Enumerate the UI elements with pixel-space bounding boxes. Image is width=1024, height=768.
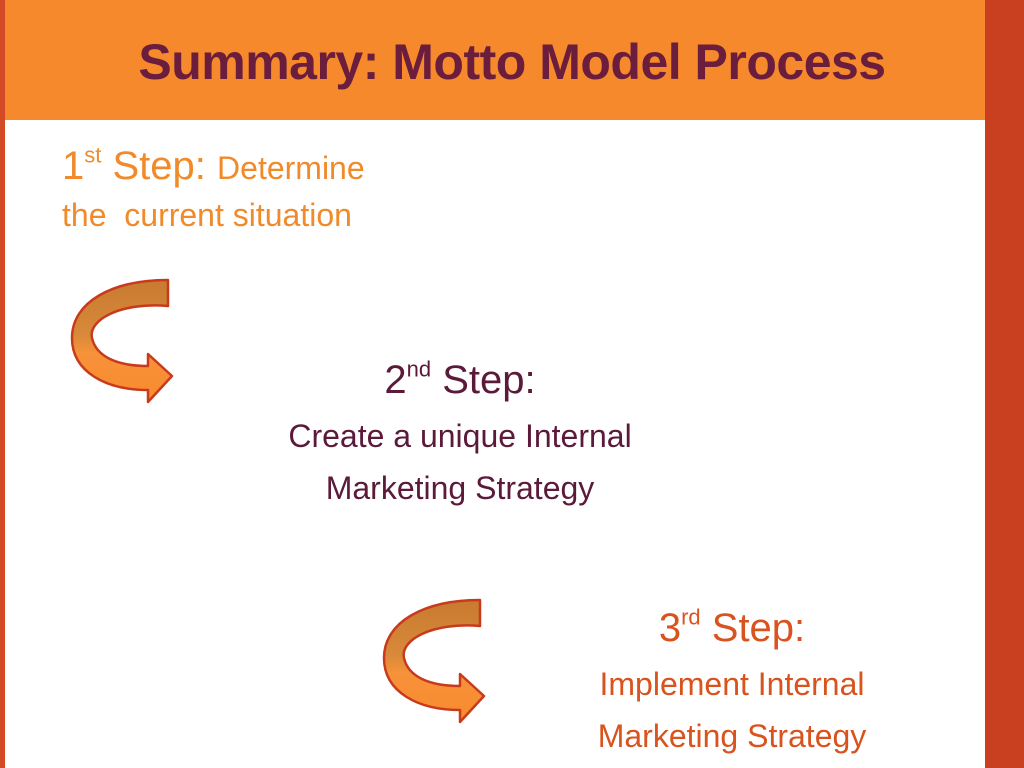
- step-3-ordinal-suffix: rd: [681, 604, 701, 630]
- step-2-description-part1: Create a unique Internal: [288, 418, 632, 454]
- step-3-label: Step:: [711, 606, 806, 650]
- step-1-description-part1: Determine: [217, 150, 365, 186]
- step-2-description-part2: Marketing Strategy: [325, 470, 595, 506]
- step-1-ordinal-suffix: st: [84, 142, 102, 168]
- step-2-ordinal-suffix: nd: [406, 356, 432, 382]
- step-1-label: Step:: [112, 144, 206, 188]
- step-1-number: 1: [62, 144, 85, 188]
- step-3-heading: 3rd Step:: [512, 598, 952, 658]
- step-1-heading: 1st Step: Determine: [62, 138, 502, 196]
- step-3-description-part1: Implement Internal: [599, 666, 865, 702]
- step-1-description-part2: the current situation: [62, 197, 352, 233]
- step-2: 2nd Step: Create a unique Internal Marke…: [200, 350, 720, 514]
- step-3-description-part2: Marketing Strategy: [597, 718, 867, 754]
- step-1: 1st Step: Determine the current situatio…: [62, 138, 502, 234]
- curved-arrow-icon: [70, 278, 174, 404]
- title-bar: [5, 0, 985, 120]
- slide-title: Summary: Motto Model Process: [138, 34, 886, 90]
- step-3: 3rd Step: Implement Internal Marketing S…: [512, 598, 952, 762]
- step-2-number: 2: [384, 358, 407, 402]
- slide-frame-right: [985, 0, 1024, 768]
- slide-frame-left: [0, 0, 5, 768]
- step-2-heading: 2nd Step:: [200, 350, 720, 410]
- curved-arrow-icon: [382, 598, 486, 724]
- step-2-label: Step:: [442, 358, 536, 402]
- step-3-number: 3: [658, 606, 682, 650]
